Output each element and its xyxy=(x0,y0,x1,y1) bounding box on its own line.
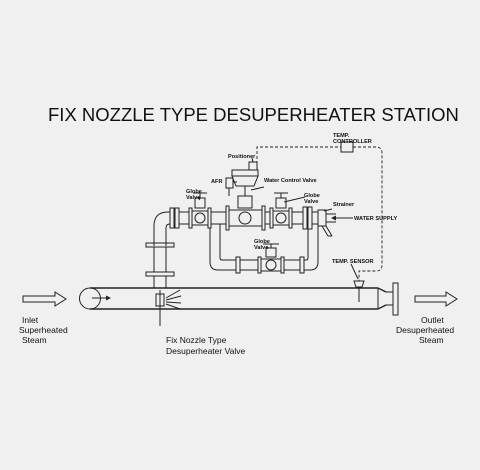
inlet-arrow xyxy=(22,291,67,307)
globe-valve-right xyxy=(269,192,293,229)
globe-valve-bottom xyxy=(257,243,285,274)
globe-valve-right-label-2: Valve xyxy=(304,199,318,205)
afr-label: AFR xyxy=(211,179,223,185)
temp-controller-label-2: CONTROLLER xyxy=(333,139,372,145)
nozzle-label-1: Fix Nozzle Type xyxy=(166,335,227,345)
leader-lines xyxy=(198,157,359,280)
globe-valve-bottom-label-2: Valve xyxy=(254,245,268,251)
outlet-label-2: Desuperheated xyxy=(396,325,454,335)
strainer-label: Strainer xyxy=(333,202,355,208)
outlet-label-3: Steam xyxy=(419,335,444,345)
signal-lines xyxy=(256,141,383,281)
inlet-label-2: Superheated xyxy=(19,325,68,335)
fix-nozzle xyxy=(155,289,182,310)
globe-valve-left-label-1: Globe xyxy=(186,189,202,195)
temp-controller-label-1: TEMP. xyxy=(333,133,350,139)
nozzle-label-2: Desuperheater Valve xyxy=(166,346,245,356)
globe-valve-bottom-label-1: Globe xyxy=(254,239,270,245)
outlet-label-1: Outlet xyxy=(421,315,444,325)
globe-valve-right-label-1: Globe xyxy=(304,193,320,199)
water-control-valve-label: Water Control Valve xyxy=(264,178,317,184)
water-supply-label: WATER SUPPLY xyxy=(354,216,397,222)
inlet-label-1: Inlet xyxy=(22,315,39,325)
diagram-title: FIX NOZZLE TYPE DESUPERHEATER STATION xyxy=(48,104,459,125)
temp-sensor xyxy=(353,280,365,302)
positioner-label: Positioner xyxy=(228,154,256,160)
bypass-line xyxy=(209,224,319,274)
globe-valve-left-label-2: Valve xyxy=(186,195,200,201)
temp-sensor-label: TEMP. SENSOR xyxy=(332,259,374,265)
outlet-arrow xyxy=(414,291,458,307)
globe-valve-left xyxy=(188,192,212,229)
water-control-valve xyxy=(225,161,266,231)
main-steam-pipe xyxy=(79,282,399,316)
inlet-label-3: Steam xyxy=(22,335,47,345)
injection-riser xyxy=(145,207,180,288)
